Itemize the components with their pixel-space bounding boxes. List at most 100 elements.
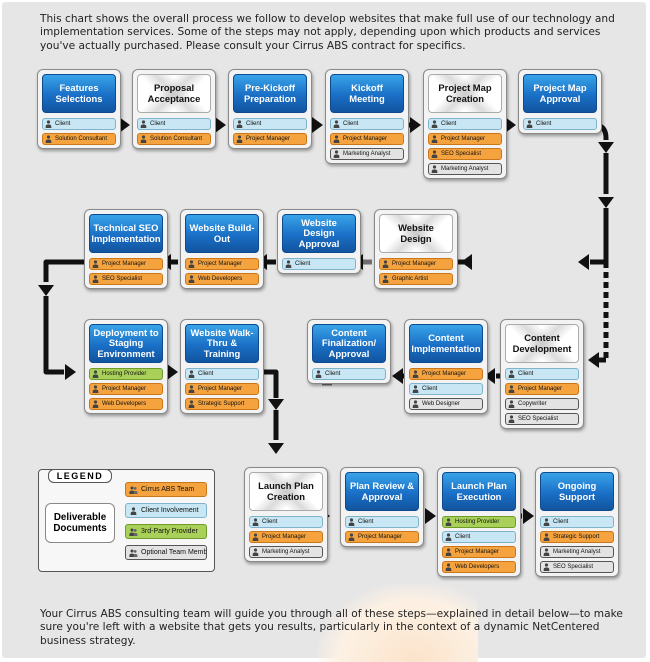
person-icon: [315, 370, 322, 378]
role-label: Project Manager: [392, 261, 437, 267]
role-label: Client: [441, 121, 457, 127]
person-badge-icon: [412, 370, 419, 378]
step-title-text: Content Finalization/ Approval: [321, 326, 377, 359]
person-icon: [526, 120, 533, 128]
role-project-manager: Project Manager: [233, 133, 307, 145]
role-client: Client: [137, 118, 211, 130]
role-web-developers: Web Developers: [442, 561, 516, 573]
step-title-text: Project Map Approval: [533, 82, 587, 104]
role-client: Client: [409, 383, 483, 395]
person-badge-icon: [445, 563, 452, 571]
role-label: Project Manager: [441, 136, 486, 142]
person-badge-icon: [188, 400, 195, 408]
role-client: Client: [428, 118, 502, 130]
role-label: Project Manager: [102, 261, 147, 267]
person-icon: [445, 533, 452, 541]
role-project-manager: Project Manager: [330, 133, 404, 145]
arrowhead-icon: [523, 508, 534, 524]
person-icon: [348, 518, 355, 526]
person-icon: [129, 506, 138, 515]
legend-item-label: Optional Team Members: [141, 549, 206, 556]
role-label: Client: [422, 386, 438, 392]
role-project-manager: Project Manager: [345, 531, 419, 543]
role-client: Client: [345, 516, 419, 528]
role-project-manager: Project Manager: [379, 258, 453, 270]
role-label: Web Developers: [198, 276, 243, 282]
step-title-text: Features Selections: [55, 82, 103, 104]
person-badge-icon: [188, 385, 195, 393]
role-strategic-support: Strategic Support: [540, 531, 614, 543]
flow-connector: [43, 259, 84, 282]
role-label: Project Manager: [246, 136, 291, 142]
person-badge-icon: [188, 275, 195, 283]
role-label: Client: [553, 519, 569, 525]
person-badge-icon: [92, 260, 99, 268]
step-title-text: Technical SEO Implementation: [91, 222, 161, 244]
role-strategic-support: Strategic Support: [185, 398, 259, 410]
step-title-text: Pre-Kickoff Preparation: [243, 82, 297, 104]
role-label: Hosting Provider: [102, 371, 147, 377]
watermark-glow: [318, 584, 478, 662]
role-solution-consultant: Solution Consultant: [137, 133, 211, 145]
person-icon: [285, 260, 292, 268]
role-label: Client: [55, 121, 71, 127]
role-client: Client: [330, 118, 404, 130]
step-title: Project Map Creation: [428, 74, 502, 113]
person-icon: [236, 120, 243, 128]
role-label: Copywriter: [518, 401, 547, 407]
role-label: Hosting Provider: [455, 519, 500, 525]
step-title: Kickoff Meeting: [330, 74, 404, 113]
role-marketing-analyst: Marketing Analyst: [249, 546, 323, 558]
person-icon: [412, 400, 419, 408]
arrowhead-icon: [312, 117, 323, 133]
role-label: Project Manager: [422, 371, 467, 377]
role-web-developers: Web Developers: [89, 398, 163, 410]
role-seo-specialist: SEO Specialist: [428, 148, 502, 160]
arrowhead-icon: [588, 352, 599, 368]
role-label: Client: [246, 121, 262, 127]
person-badge-icon: [333, 135, 340, 143]
step-title: Launch Plan Execution: [442, 472, 516, 511]
person-icon: [543, 548, 550, 556]
role-label: Project Manager: [518, 386, 563, 392]
role-client: Client: [249, 516, 323, 528]
people-icon: [129, 528, 138, 536]
role-hosting-provider: Hosting Provider: [442, 516, 516, 528]
person-badge-icon: [92, 275, 99, 283]
arrowhead-icon: [392, 368, 403, 384]
role-label: Client: [262, 519, 278, 525]
step-title-text: Project Map Creation: [438, 82, 492, 104]
role-copywriter: Copywriter: [505, 398, 579, 410]
step-title-text: Deployment to Staging Environment: [93, 326, 159, 359]
step-title-text: Kickoff Meeting: [349, 82, 385, 104]
step-title: Content Development: [505, 324, 579, 363]
step-title-text: Website Design: [398, 222, 434, 244]
role-project-manager: Project Manager: [428, 133, 502, 145]
step-title: Plan Review & Approval: [345, 472, 419, 511]
role-hosting-provider: Hosting Provider: [89, 368, 163, 380]
person-icon: [252, 548, 259, 556]
role-graphic-artist: Graphic Artist: [379, 273, 453, 285]
person-badge-icon: [92, 370, 99, 378]
role-label: Strategic Support: [198, 401, 245, 407]
role-label: Strategic Support: [553, 534, 600, 540]
legend-item-label: Cirrus ABS Team: [141, 486, 195, 493]
step-title-text: Launch Plan Creation: [258, 480, 314, 502]
role-label: SEO Specialist: [518, 416, 559, 422]
step-title-text: Proposal Acceptance: [147, 82, 201, 104]
role-label: Web Designer: [422, 401, 460, 407]
legend-item-optional-team-members: Optional Team Members: [125, 545, 207, 560]
role-marketing-analyst: Marketing Analyst: [540, 546, 614, 558]
role-label: Web Developers: [455, 564, 500, 570]
step-title: Website Build-Out: [185, 214, 259, 253]
